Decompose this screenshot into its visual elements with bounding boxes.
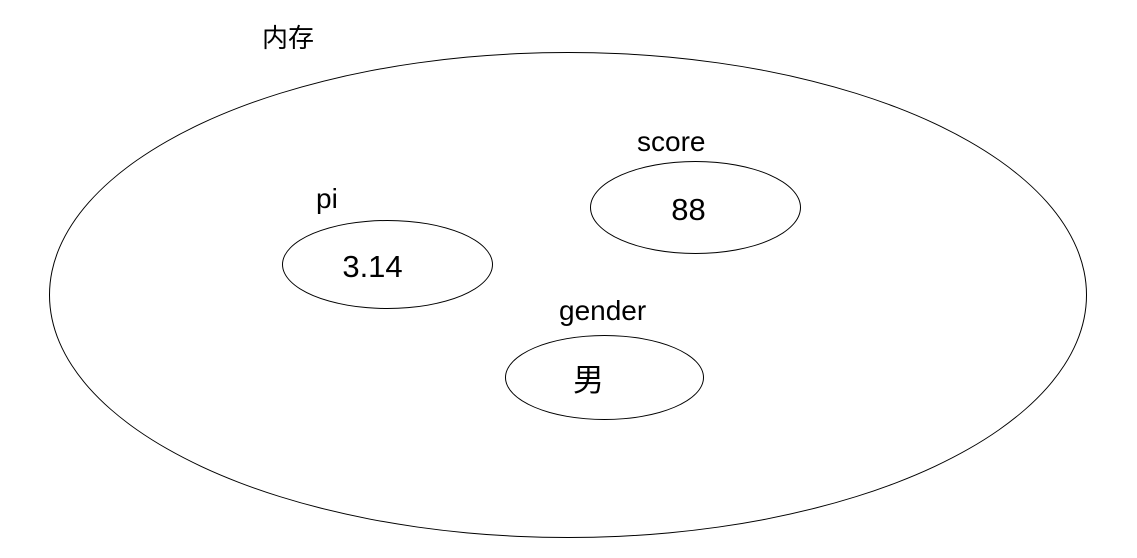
memory-ellipse xyxy=(49,52,1087,538)
variable-label-gender: gender xyxy=(559,295,647,326)
variable-ellipse-gender: 男 xyxy=(505,335,704,420)
variable-value-gender: 男 xyxy=(573,363,604,398)
variable-label-pi: pi xyxy=(316,183,338,214)
variable-label-score: score xyxy=(637,126,706,157)
variable-ellipse-score: 88 xyxy=(590,161,801,254)
variable-value-pi: 3.14 xyxy=(342,249,403,284)
variable-value-score: 88 xyxy=(671,192,706,227)
memory-container-label: 内存 xyxy=(262,23,315,53)
variable-ellipse-pi: 3.14 xyxy=(282,220,493,309)
